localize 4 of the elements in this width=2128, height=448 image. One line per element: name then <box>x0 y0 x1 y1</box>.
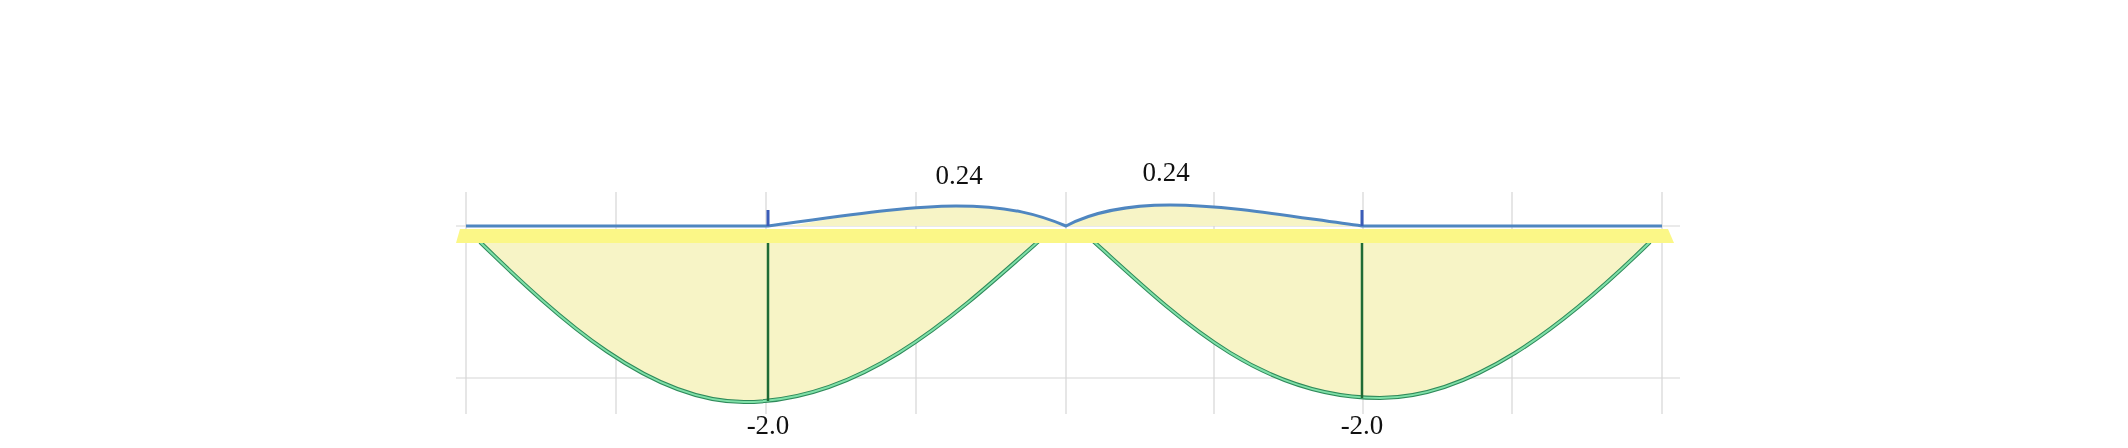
moment-value: -2.0 <box>746 411 790 439</box>
moment-value: -2.0 <box>1340 411 1384 439</box>
moment-value: 0.24 <box>1142 158 1190 186</box>
moment-value: 0.24 <box>935 161 983 189</box>
